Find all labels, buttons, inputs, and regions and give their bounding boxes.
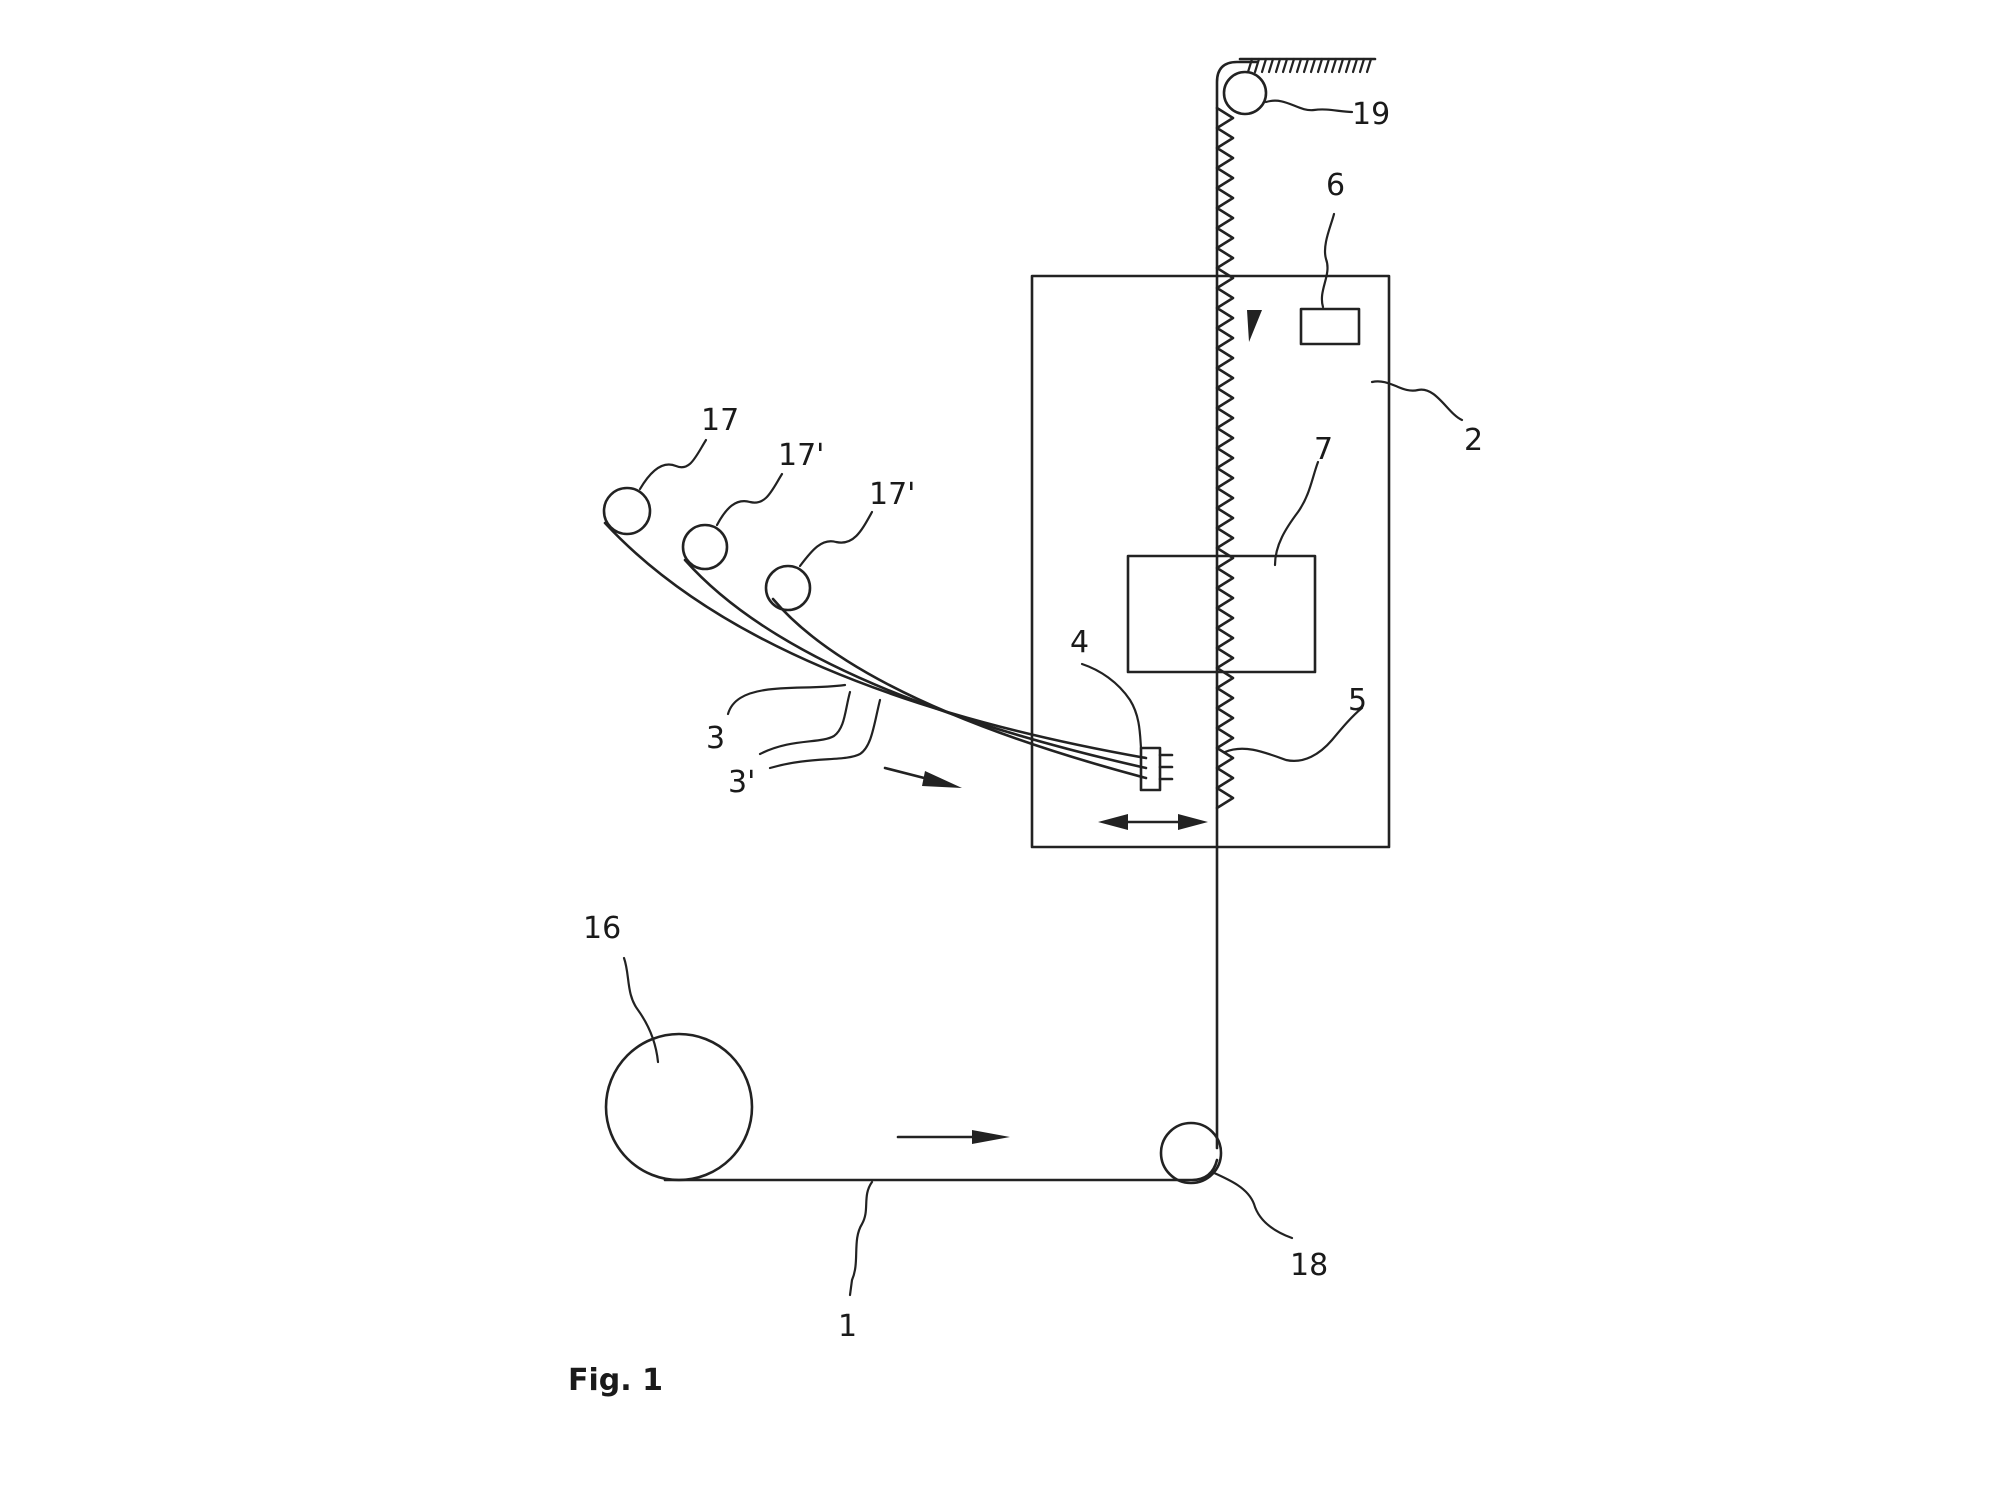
- hatch-stroke: [1358, 57, 1366, 74]
- leader-5: [1223, 706, 1364, 762]
- hatch-stroke: [1316, 57, 1324, 74]
- web-path-vertical: [1215, 60, 1259, 1150]
- hatch-stroke: [1260, 57, 1268, 74]
- hatch-stroke: [1323, 57, 1331, 74]
- label-19: 19: [1352, 97, 1390, 132]
- leader-17-prime-b: [798, 510, 874, 568]
- thread-3: [603, 521, 1148, 760]
- feed-arrow-head: [972, 1130, 1010, 1144]
- label-2: 2: [1464, 423, 1483, 458]
- spool-17-prime-a: [681, 523, 729, 571]
- housing-2: [1030, 274, 1391, 849]
- label-17: 17: [701, 403, 739, 438]
- leader-6: [1320, 212, 1336, 309]
- label-18: 18: [1290, 1248, 1328, 1283]
- hatch-stroke: [1281, 57, 1289, 74]
- hatch-stroke: [1295, 57, 1303, 74]
- spool-17: [602, 486, 652, 536]
- label-1: 1: [838, 1309, 857, 1344]
- hatch-stroke: [1302, 57, 1310, 74]
- hatch-stroke: [1288, 57, 1296, 74]
- leader-2: [1370, 380, 1464, 422]
- label-16: 16: [583, 911, 621, 946]
- web-1: [663, 1158, 1219, 1182]
- top-mount-hatch: [1246, 57, 1373, 74]
- traverse-arrow-left: [1098, 814, 1128, 830]
- stitch-thread-5: [1215, 106, 1235, 810]
- leader-18: [1210, 1170, 1294, 1240]
- traverse-arrow-right: [1178, 814, 1208, 830]
- deflection-roll-18: [1159, 1121, 1223, 1185]
- leader-3-prime-a: [758, 690, 852, 756]
- hatch-stroke: [1344, 57, 1352, 74]
- label-3-prime: 3': [728, 765, 755, 800]
- thread-arrow-head: [922, 771, 962, 788]
- spool-17-prime-b: [764, 564, 812, 612]
- leader-16: [622, 956, 660, 1064]
- leader-17-prime-a: [715, 472, 784, 527]
- leader-19: [1264, 99, 1354, 114]
- label-7: 7: [1314, 432, 1333, 467]
- leader-1: [848, 1180, 874, 1297]
- sensor-6: [1299, 307, 1361, 346]
- figure-caption: Fig. 1: [568, 1363, 663, 1398]
- supply-roll-16: [604, 1032, 754, 1182]
- hatch-stroke: [1365, 57, 1373, 74]
- thread-3-prime-b: [771, 597, 1148, 780]
- label-5: 5: [1348, 683, 1367, 718]
- hatch-stroke: [1267, 57, 1275, 74]
- leader-7: [1273, 460, 1320, 567]
- leader-4: [1080, 662, 1143, 750]
- unit-7: [1126, 554, 1317, 674]
- label-17-prime-a: 17': [778, 438, 824, 473]
- label-17-prime-b: 17': [869, 477, 915, 512]
- hatch-stroke: [1309, 57, 1317, 74]
- marker-triangle: [1247, 310, 1262, 342]
- label-4: 4: [1070, 625, 1089, 660]
- roll-19: [1222, 70, 1268, 116]
- leader-17: [638, 438, 708, 491]
- leader-3-prime-b: [768, 698, 882, 770]
- leader-3: [726, 683, 847, 716]
- thread-3-prime-a: [683, 558, 1148, 770]
- hatch-stroke: [1274, 57, 1282, 74]
- hatch-stroke: [1351, 57, 1359, 74]
- label-3: 3: [706, 721, 725, 756]
- needle-bar-4: [1139, 746, 1162, 792]
- label-6: 6: [1326, 168, 1345, 203]
- hatch-stroke: [1253, 57, 1261, 74]
- hatch-stroke: [1246, 57, 1254, 74]
- hatch-stroke: [1337, 57, 1345, 74]
- hatch-stroke: [1330, 57, 1338, 74]
